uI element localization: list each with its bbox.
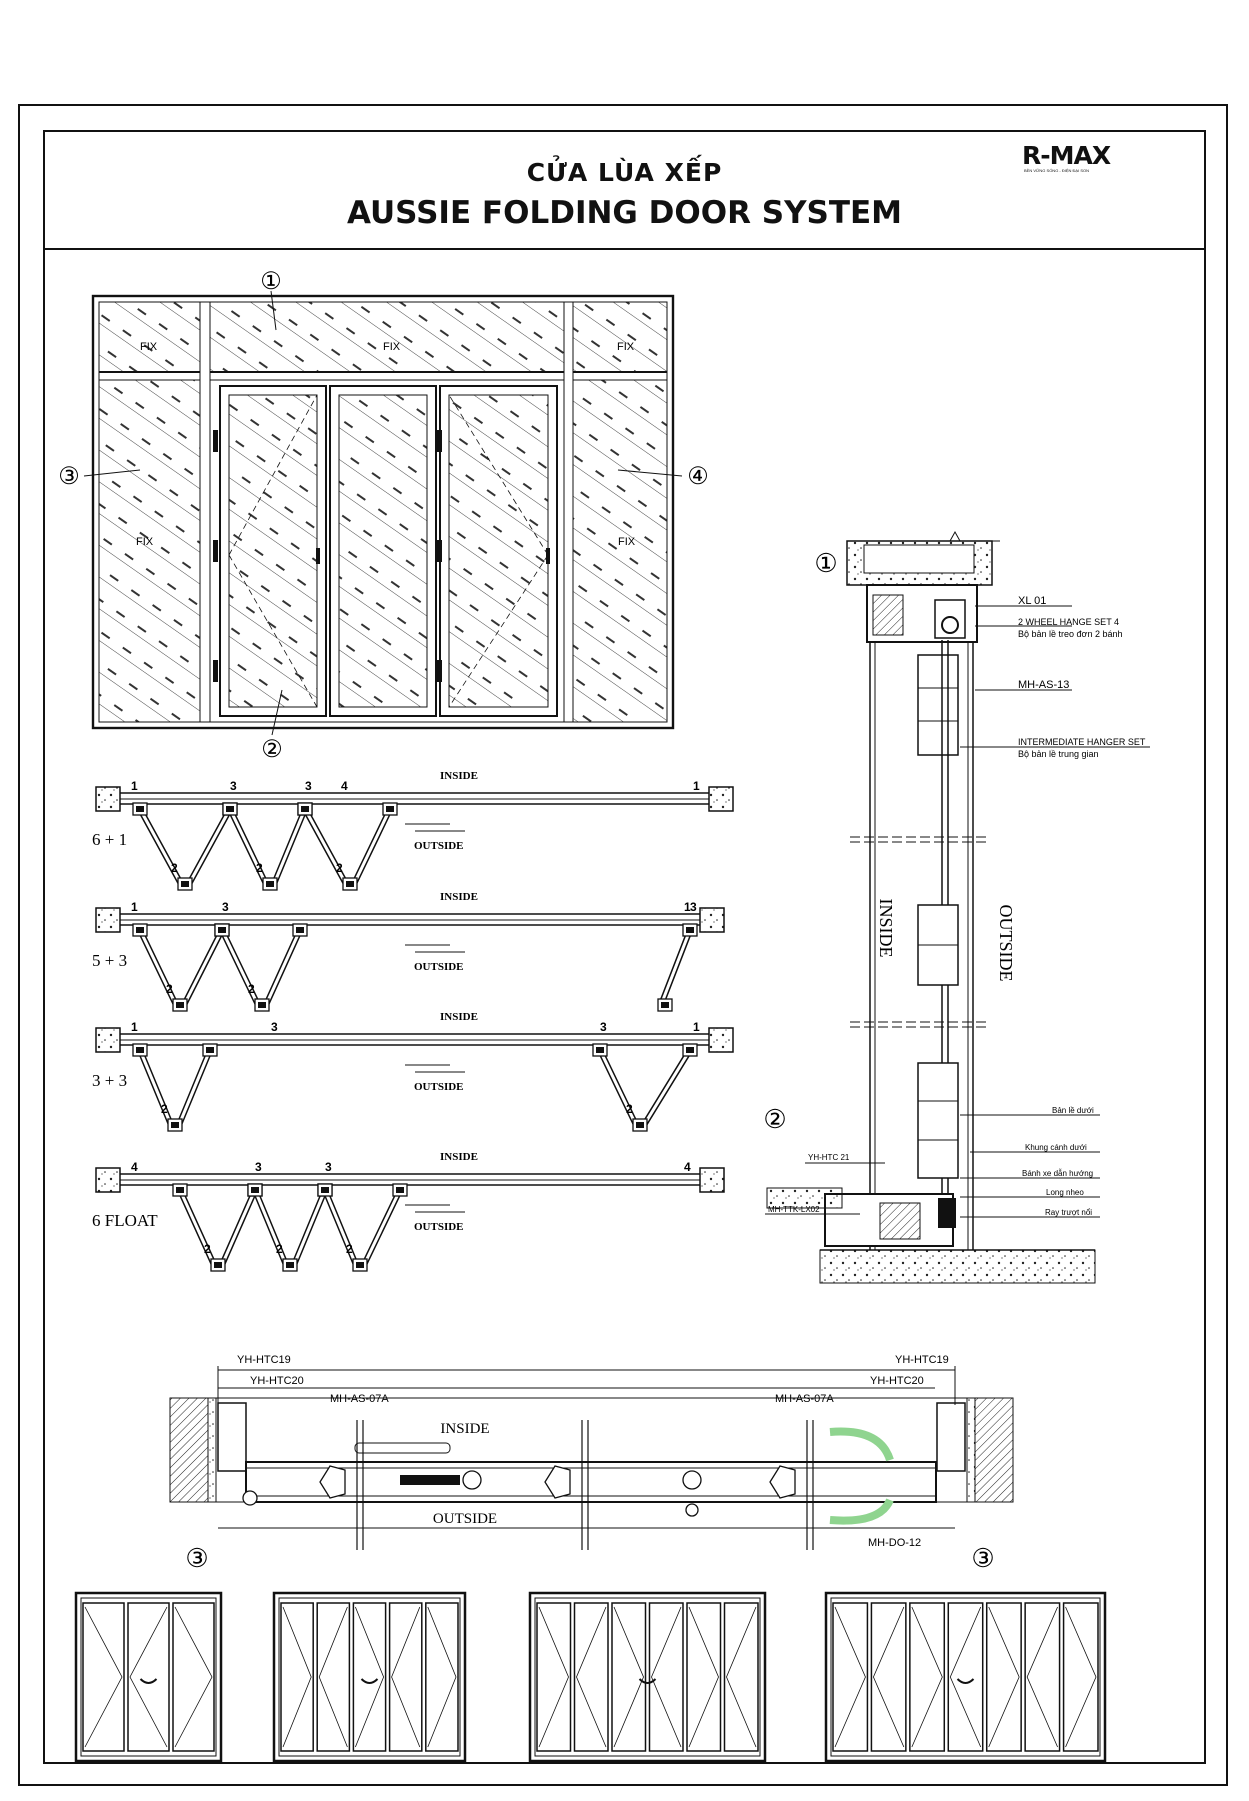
label-intermediate-hanger: INTERMEDIATE HANGER SET xyxy=(1018,737,1146,747)
vertical-section: INSIDE OUTSIDE ① ② XL 01 2 WHEEL HANGE S… xyxy=(763,530,1150,1284)
config-number: 3 xyxy=(600,1020,607,1034)
plan-section: YH-HTC19 YH-HTC20 MH-AS-07A MH-AS-07A YH… xyxy=(169,1354,1014,1573)
mini-elevation-3 xyxy=(528,1591,767,1763)
config-label: 5 + 3 xyxy=(92,951,127,970)
config-number: 4 xyxy=(131,1160,138,1174)
inner-border xyxy=(43,130,1206,1764)
brand-tagline: BỀN VỮNG SỐNG - ĐIỆN ĐẠI SON xyxy=(1024,168,1089,173)
section-callout-1: ① xyxy=(814,548,837,578)
callout-4: ④ xyxy=(687,463,709,490)
config-outside-label: OUTSIDE xyxy=(414,1221,464,1233)
config-label: 3 + 3 xyxy=(92,1071,127,1090)
section-outside-label: OUTSIDE xyxy=(996,905,1016,982)
config-label: 6 FLOAT xyxy=(92,1211,158,1230)
title-vietnamese: CỬA LÙA XẾP xyxy=(526,158,723,187)
label-ray-truot: Ray trượt nổi xyxy=(1045,1208,1092,1217)
section-callout-2: ② xyxy=(763,1104,786,1134)
config-number: 1 xyxy=(131,1020,138,1034)
label-khung-canh-duoi: Khung cánh dưới xyxy=(1025,1143,1087,1152)
label-intermediate-hanger-vi: Bộ bản lề trung gian xyxy=(1018,749,1099,759)
mini-elevation-1 xyxy=(74,1591,223,1763)
title-separator xyxy=(43,248,1206,250)
plan-label-as07a-left: MH-AS-07A xyxy=(330,1393,389,1405)
plan-label-htc19-right: YH-HTC19 xyxy=(895,1354,949,1366)
label-xl01: XL 01 xyxy=(1018,595,1046,607)
mini-elevation-2 xyxy=(272,1591,467,1763)
config-outside-label: OUTSIDE xyxy=(414,840,464,852)
fix-label-4: FIX xyxy=(136,536,154,548)
brand-logo: R-MAX xyxy=(1022,141,1111,170)
config-number: 2 xyxy=(166,982,173,996)
config-number: 3 xyxy=(222,900,229,914)
config-number: 3 xyxy=(325,1160,332,1174)
config-number: 3 xyxy=(271,1020,278,1034)
config-outside-label: OUTSIDE xyxy=(414,961,464,973)
folding-panel-elevations xyxy=(74,1591,1107,1763)
config-number: 2 xyxy=(276,1242,283,1256)
plan-callout-left: ③ xyxy=(185,1543,208,1573)
label-long-nheo: Long nheo xyxy=(1046,1188,1084,1197)
label-yh-htc21: YH-HTC 21 xyxy=(808,1153,850,1162)
label-ban-le-duoi: Bản lề dưới xyxy=(1052,1106,1094,1115)
config-inside-label: INSIDE xyxy=(440,891,478,903)
config-inside-label: INSIDE xyxy=(440,1151,478,1163)
config-number: 4 xyxy=(684,1160,691,1174)
config-number: 1 xyxy=(693,779,700,793)
config-number: 2 xyxy=(626,1102,633,1116)
outer-border xyxy=(18,104,1228,1786)
config-number: 1 xyxy=(684,900,691,914)
plan-label-do12: MH-DO-12 xyxy=(868,1537,921,1549)
config-inside-label: INSIDE xyxy=(440,1011,478,1023)
folding-config-4: 6 FLOAT INSIDE OUTSIDE 4 3 3 4 2 2 2 xyxy=(92,1151,725,1272)
callout-1: ① xyxy=(260,268,282,295)
callout-2: ② xyxy=(261,736,283,763)
callout-3: ③ xyxy=(58,463,80,490)
plan-outside-label: OUTSIDE xyxy=(433,1511,497,1527)
plan-callout-right: ③ xyxy=(971,1543,994,1573)
config-number: 3 xyxy=(690,900,697,914)
fix-label-1: FIX xyxy=(140,341,158,353)
label-mh-ttk: MH-TTK-LX02 xyxy=(768,1205,820,1214)
config-number: 1 xyxy=(131,900,138,914)
mini-elevation-4 xyxy=(824,1591,1107,1763)
config-number: 2 xyxy=(256,861,263,875)
config-number: 2 xyxy=(346,1242,353,1256)
plan-inside-label: INSIDE xyxy=(440,1421,489,1437)
config-number: 2 xyxy=(248,982,255,996)
config-number: 2 xyxy=(204,1242,211,1256)
folding-config-1: 6 + 1 INSIDE OUTSIDE 1 3 3 4 1 2 2 2 xyxy=(92,770,734,891)
front-elevation: FIX FIX FIX FIX FIX ① ② ③ ④ xyxy=(58,268,709,763)
config-number: 2 xyxy=(161,1102,168,1116)
label-mh-as-13: MH-AS-13 xyxy=(1018,679,1069,691)
label-wheel-hanger-vi: Bộ bản lề treo đơn 2 bánh xyxy=(1018,629,1122,639)
fix-label-2: FIX xyxy=(383,341,401,353)
config-number: 1 xyxy=(131,779,138,793)
folding-config-3: 3 + 3 INSIDE OUTSIDE 1 3 3 1 2 2 xyxy=(92,1011,734,1132)
label-banh-xe: Bánh xe dẫn hướng xyxy=(1022,1169,1093,1178)
section-inside-label: INSIDE xyxy=(876,899,896,958)
label-wheel-hanger: 2 WHEEL HANGE SET 4 xyxy=(1018,617,1119,627)
plan-label-htc19-left: YH-HTC19 xyxy=(237,1354,291,1366)
fix-label-3: FIX xyxy=(617,341,635,353)
config-outside-label: OUTSIDE xyxy=(414,1081,464,1093)
plan-label-as07a-right: MH-AS-07A xyxy=(775,1393,834,1405)
config-number: 1 xyxy=(693,1020,700,1034)
config-inside-label: INSIDE xyxy=(440,770,478,782)
title-english: AUSSIE FOLDING DOOR SYSTEM xyxy=(346,195,903,231)
config-number: 2 xyxy=(171,861,178,875)
config-number: 4 xyxy=(341,779,348,793)
fix-label-5: FIX xyxy=(618,536,636,548)
plan-label-htc20-left: YH-HTC20 xyxy=(250,1375,304,1387)
config-number: 3 xyxy=(255,1160,262,1174)
plan-label-htc20-right: YH-HTC20 xyxy=(870,1375,924,1387)
config-number: 2 xyxy=(336,861,343,875)
config-label: 6 + 1 xyxy=(92,830,127,849)
config-number: 3 xyxy=(230,779,237,793)
config-number: 3 xyxy=(305,779,312,793)
